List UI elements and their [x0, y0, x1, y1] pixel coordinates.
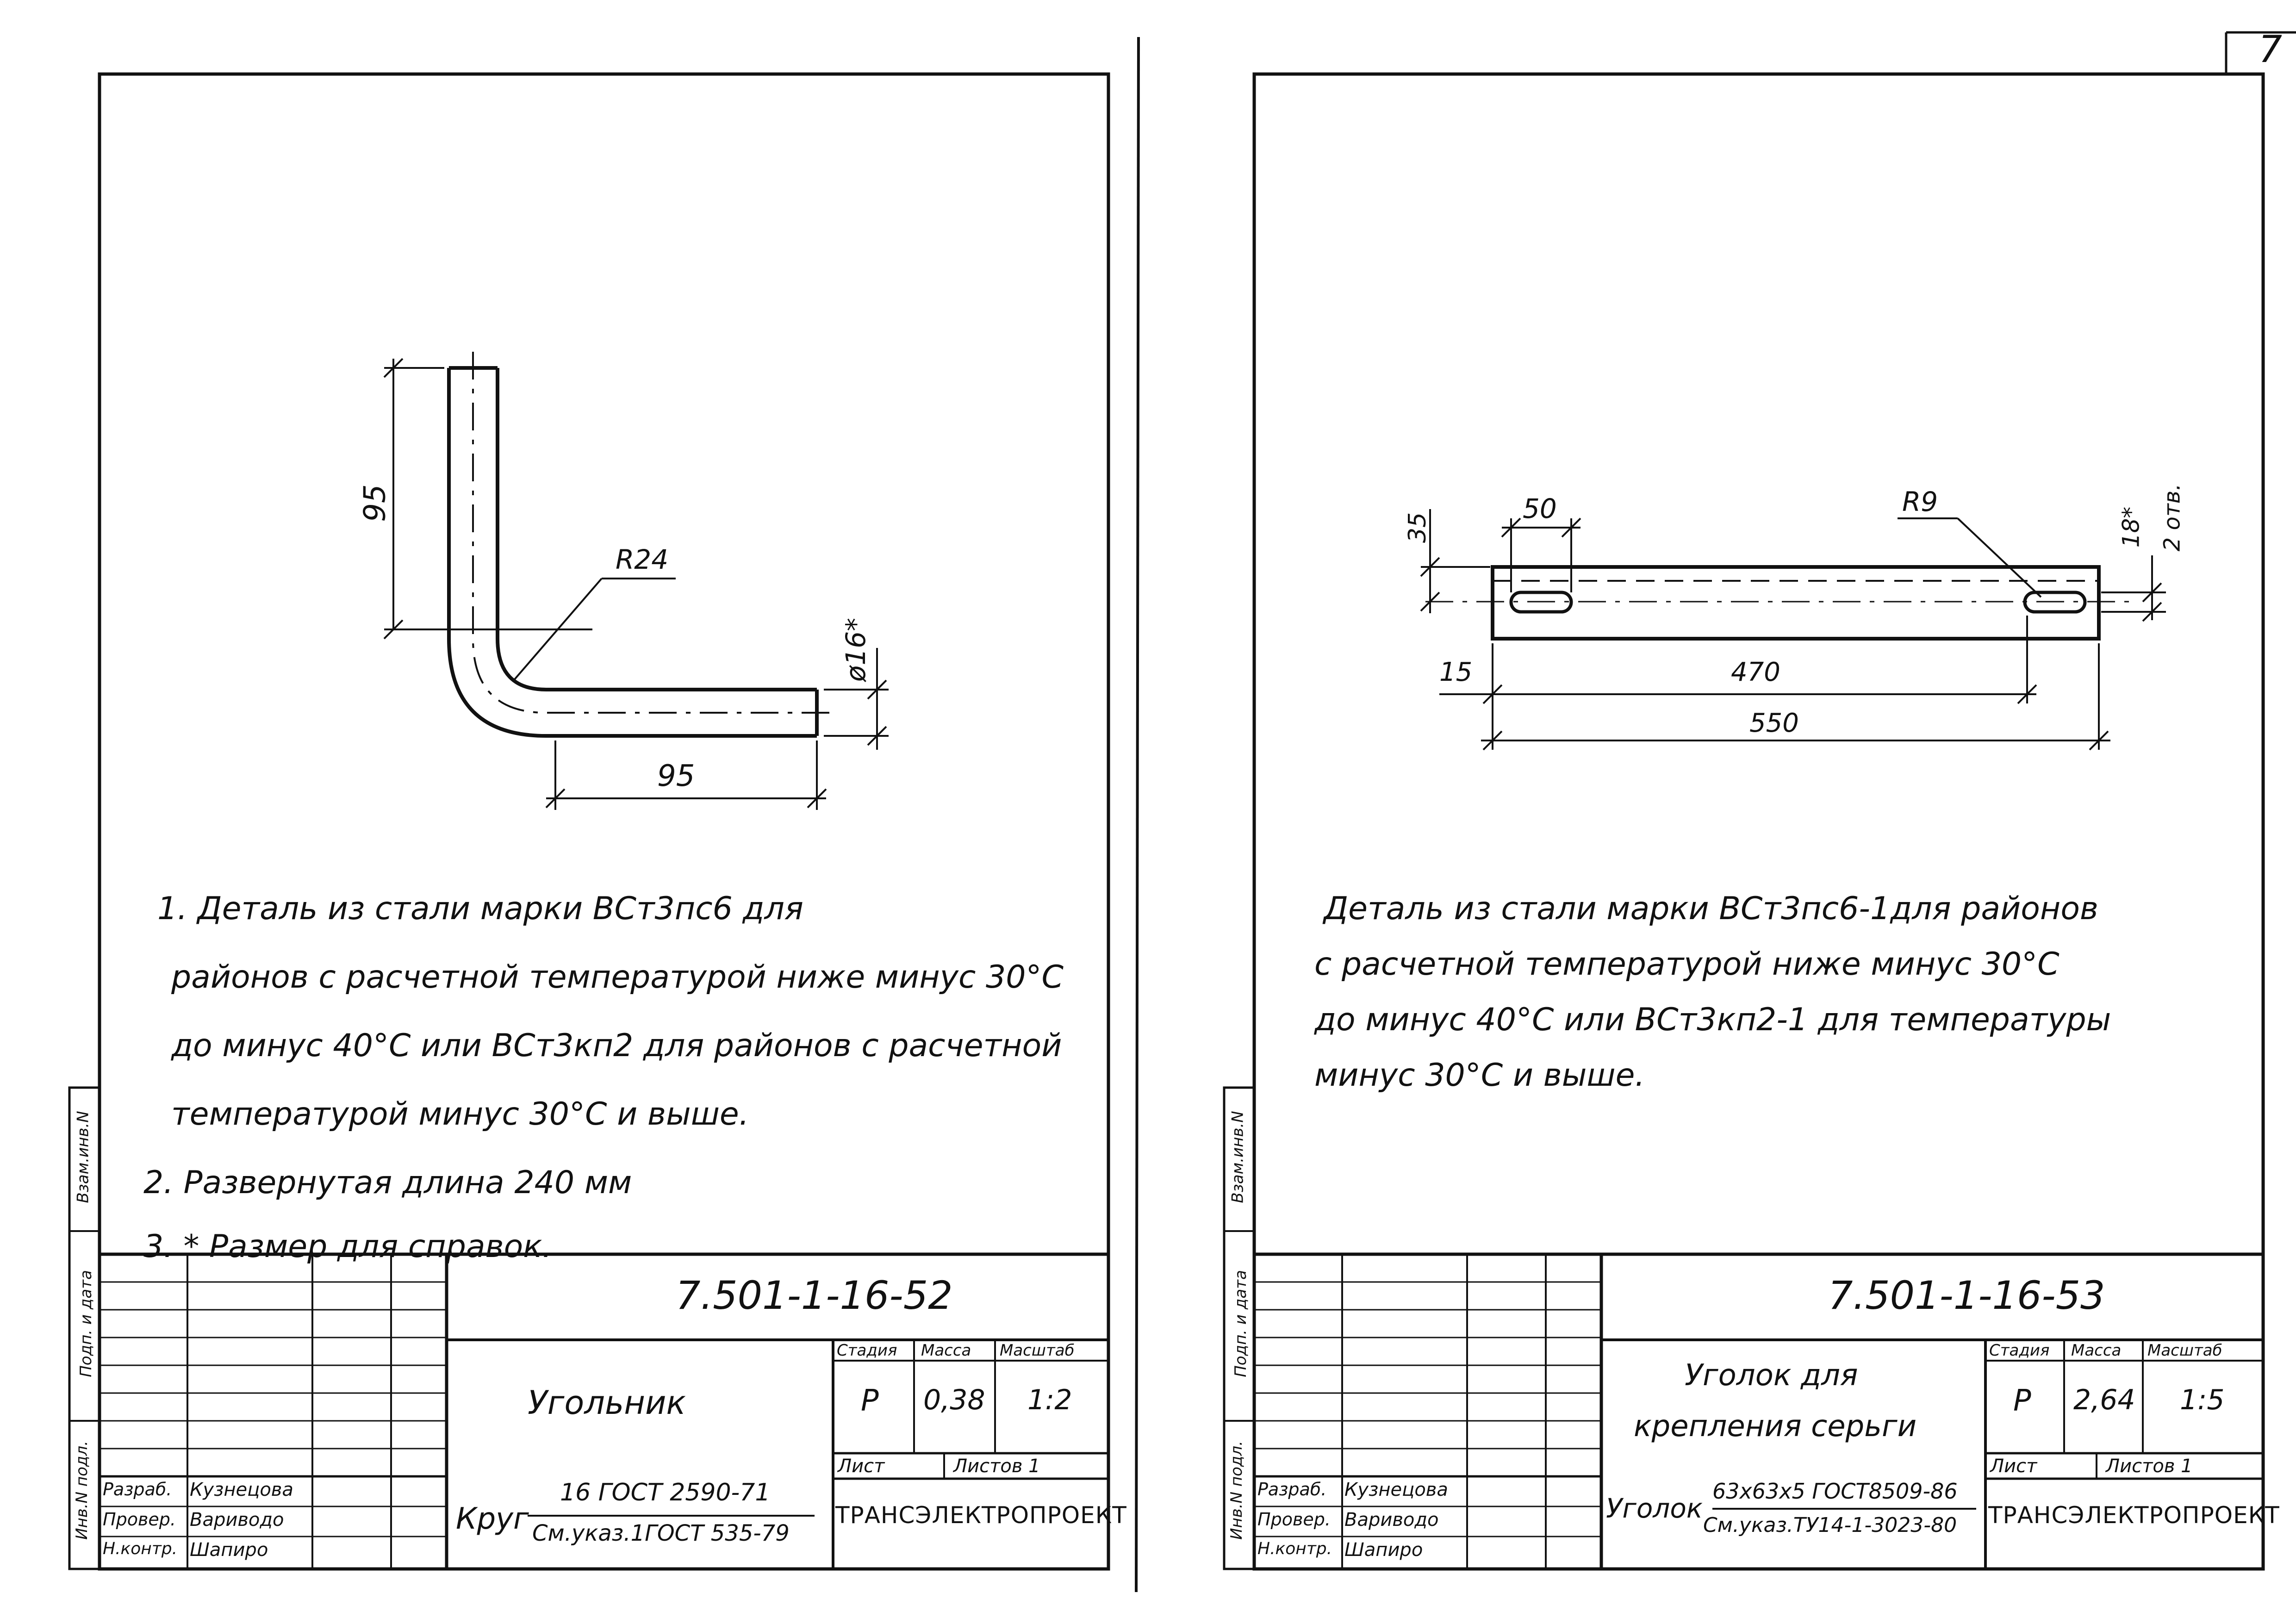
radius-label-r9: R9: [1902, 486, 1938, 517]
left-frame: [98, 72, 1110, 1571]
left-title-block-grid: [100, 1252, 1108, 1569]
right-side-label-1: Инв.N подл.: [1227, 1441, 1246, 1540]
left-org: ТРАНСЭЛЕКТРОПРОЕКТ: [835, 1502, 1127, 1529]
left-name-1: Кузнецова: [190, 1479, 293, 1500]
left-sheet-label: Лист: [838, 1456, 885, 1477]
right-name-2: Вариводо: [1344, 1509, 1439, 1531]
left-note-3: до минус 40°С или ВСт3кп2 для районов с …: [171, 1027, 1062, 1064]
l-bracket-centerline: [472, 352, 833, 714]
diameter-label: ø16*: [840, 617, 872, 682]
radius-leader: [513, 578, 676, 681]
holes-note: 2 отв.: [2159, 483, 2185, 552]
right-note-4: минус 30°С и выше.: [1314, 1057, 1645, 1094]
dim-label-50: 50: [1523, 493, 1557, 524]
left-sheets-label: Листов 1: [953, 1456, 1040, 1477]
left-mass: 0,38: [923, 1384, 985, 1416]
right-part-name-1: Уголок для: [1685, 1358, 1858, 1393]
right-material-top: 63х63х5 ГОСТ8509-86: [1712, 1479, 1958, 1504]
right-part-name-2: крепления серьги: [1634, 1409, 1917, 1444]
right-org: ТРАНСЭЛЕКТРОПРОЕКТ: [1988, 1502, 2280, 1529]
right-note-1: Деталь из стали марки ВСт3пс6-1для район…: [1324, 890, 2099, 927]
right-sheet-label: Лист: [1990, 1456, 2037, 1477]
left-side-strip: [68, 1086, 101, 1570]
right-material-prefix: Уголок: [1606, 1493, 1703, 1524]
right-dims: [1420, 509, 2166, 751]
right-scale-label: Масштаб: [2147, 1341, 2222, 1360]
radius-label: R24: [616, 544, 669, 575]
right-stage: Р: [2013, 1384, 2031, 1418]
left-stage-label: Стадия: [837, 1341, 897, 1360]
right-note-3: до минус 40°С или ВСт3кп2-1 для температ…: [1314, 1002, 2111, 1038]
left-stage: Р: [861, 1384, 879, 1418]
left-role-3: Н.контр.: [103, 1539, 178, 1558]
right-title-block-grid: [1254, 1252, 2263, 1569]
dim-label-18: 18*: [2117, 506, 2145, 548]
left-part-name: Угольник: [528, 1384, 686, 1422]
left-name-3: Шапиро: [190, 1539, 268, 1561]
left-role-1: Разраб.: [103, 1479, 172, 1500]
angle-plate-shape: [1491, 565, 2101, 641]
left-material-bottom: См.указ.1ГОСТ 535-79: [532, 1520, 790, 1546]
slot-hole-right: [2023, 591, 2087, 614]
right-material-bottom: См.указ.ТУ14-1-3023-80: [1703, 1513, 1957, 1537]
left-note-2: районов с расчетной температурой ниже ми…: [171, 959, 1064, 996]
right-doc-number: 7.501-1-16-53: [1828, 1273, 2105, 1318]
left-scale: 1:2: [1027, 1384, 1072, 1416]
right-name-1: Кузнецова: [1344, 1479, 1448, 1500]
left-doc-number: 7.501-1-16-52: [676, 1273, 953, 1318]
dim-label-550: 550: [1749, 708, 1799, 738]
fold-line: [1135, 37, 1140, 1593]
l-bracket-shape: [447, 366, 819, 738]
dim-label-35: 35: [1404, 512, 1432, 543]
dim-label-vertical-95: 95: [358, 484, 392, 522]
left-sheet: [68, 72, 1110, 1571]
right-side-label-2: Подп. и дата: [1231, 1270, 1250, 1377]
left-name-2: Вариводо: [190, 1509, 284, 1531]
right-note-2: с расчетной температурой ниже минус 30°С: [1314, 946, 2060, 983]
right-side-label-3: Взам.инв.N: [1228, 1111, 1247, 1203]
right-name-3: Шапиро: [1344, 1539, 1423, 1561]
right-sheets-label: Листов 1: [2106, 1456, 2193, 1477]
left-side-label-2: Подп. и дата: [76, 1270, 95, 1377]
right-mass: 2,64: [2073, 1384, 2135, 1416]
dim-label-horizontal-95: 95: [657, 759, 695, 793]
right-scale: 1:5: [2180, 1384, 2225, 1416]
left-side-label-1: Инв.N подл.: [72, 1441, 91, 1540]
left-note-4: температурой минус 30°С и выше.: [171, 1096, 749, 1132]
right-role-3: Н.контр.: [1257, 1539, 1332, 1558]
left-material-top: 16 ГОСТ 2590-71: [560, 1479, 771, 1506]
left-scale-label: Масштаб: [1000, 1341, 1075, 1360]
left-note-1: 1. Деталь из стали марки ВСт3пс6 для: [157, 890, 803, 927]
right-frame: [1252, 72, 2265, 1571]
right-sheet: [1223, 72, 2265, 1571]
right-role-1: Разраб.: [1257, 1479, 1327, 1500]
left-note-5: 2. Развернутая длина 240 мм: [143, 1164, 632, 1201]
dim-label-470: 470: [1731, 657, 1780, 687]
right-side-strip: [1223, 1086, 1256, 1570]
left-side-label-3: Взам.инв.N: [74, 1111, 93, 1203]
right-role-2: Провер.: [1257, 1509, 1331, 1530]
dim-vertical-95: [383, 358, 592, 640]
page-number: 7: [2259, 28, 2282, 71]
slot-hole-left: [1509, 591, 1573, 614]
right-mass-label: Масса: [2071, 1341, 2122, 1360]
dim-horizontal-95: [545, 740, 827, 810]
left-role-2: Провер.: [103, 1509, 176, 1530]
left-mass-label: Масса: [921, 1341, 971, 1360]
dim-diameter: [824, 648, 889, 750]
dim-label-15: 15: [1439, 657, 1473, 687]
left-note-6: 3. * Размер для справок.: [143, 1228, 552, 1265]
left-material-prefix: Круг: [456, 1502, 529, 1536]
right-stage-label: Стадия: [1989, 1341, 2050, 1360]
